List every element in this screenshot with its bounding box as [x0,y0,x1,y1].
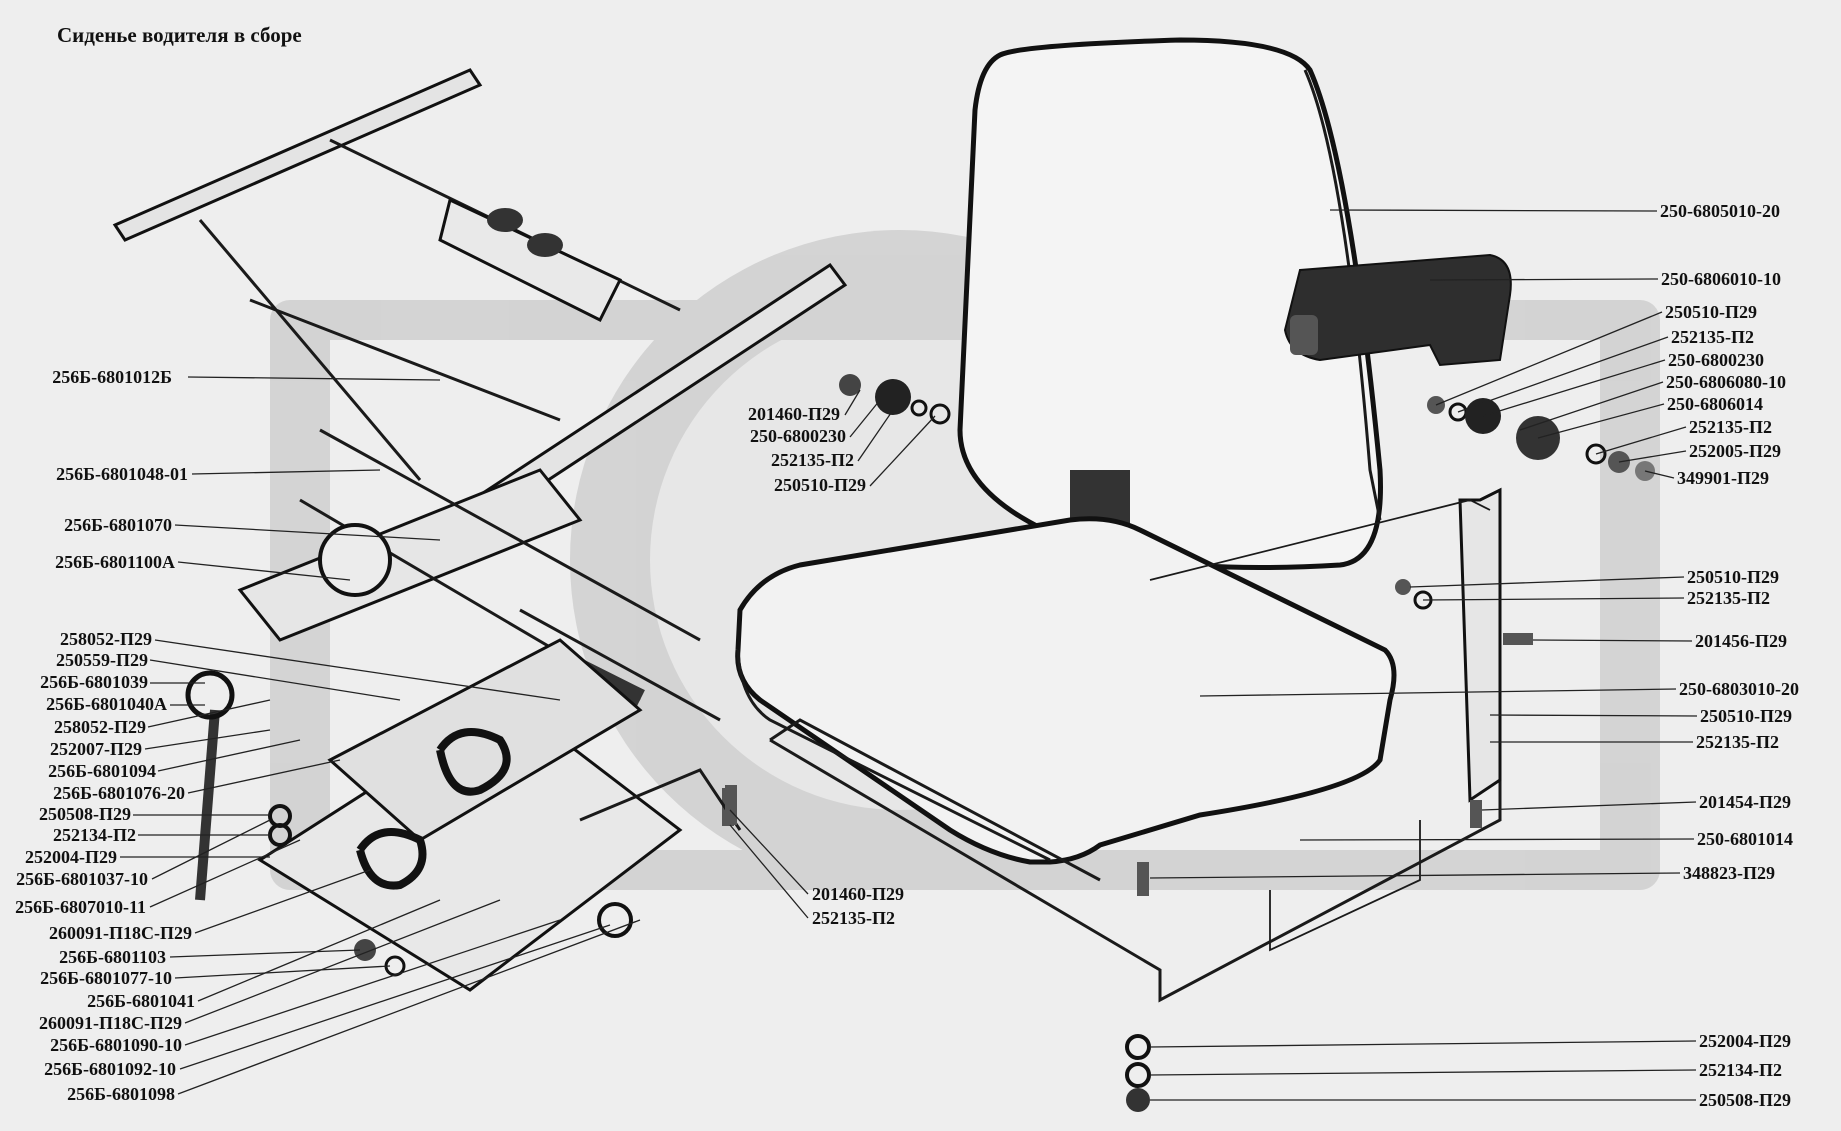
part-label-p45: 250-6803010-20 [1679,679,1799,699]
seat-cushion [735,516,1397,865]
part-label-p11: 256Б-6801094 [48,761,156,781]
part-label-p46: 250510-П29 [1700,706,1792,726]
part-label-p47: 252135-П2 [1696,732,1779,752]
part-label-p50: 348823-П29 [1683,863,1775,883]
part-label-p25: 256Б-6801098 [67,1084,175,1104]
part-label-p01: 256Б-6801012Б [52,367,172,387]
part-label-p16: 256Б-6801037-10 [16,869,148,889]
part-label-p37: 250-6806080-10 [1666,372,1786,392]
part-label-p24: 256Б-6801092-10 [44,1059,176,1079]
part-label-p35: 252135-П2 [1671,327,1754,347]
part-label-p26: 201460-П29 [748,404,840,424]
part-label-p22: 260091-П18С-П29 [39,1013,182,1033]
diagram-title: Сиденье водителя в сборе [57,23,302,47]
part-label-p14: 252134-П2 [53,825,136,845]
part-label-p52: 252134-П2 [1699,1060,1782,1080]
part-label-p10: 252007-П29 [50,739,142,759]
leader-lines [120,209,1698,1101]
part-label-p09: 258052-П29 [54,717,146,737]
part-label-p04: 256Б-6801100А [55,552,175,572]
part-label-p40: 252005-П29 [1689,441,1781,461]
part-label-p30: 201460-П29 [812,884,904,904]
part-label-p53: 250508-П29 [1699,1090,1791,1110]
part-label-p21: 256Б-6801041 [87,991,195,1011]
part-label-p32: 250-6805010-20 [1660,201,1780,221]
seat-drawing [722,37,1655,1112]
shock-absorber [519,608,721,722]
part-label-p48: 201454-П29 [1699,792,1791,812]
part-label-p28: 252135-П2 [771,450,854,470]
part-label-p20: 256Б-6801077-10 [40,968,172,988]
part-label-p06: 250559-П29 [56,650,148,670]
armrest [1283,253,1512,367]
part-label-p19: 256Б-6801103 [59,947,166,967]
part-label-p15: 252004-П29 [25,847,117,867]
part-label-p38: 250-6806014 [1667,394,1763,414]
part-label-p02: 256Б-6801048-01 [56,464,188,484]
part-label-p07: 256Б-6801039 [40,672,148,692]
part-label-p17: 256Б-6807010-11 [15,897,146,917]
part-label-p34: 250510-П29 [1665,302,1757,322]
part-label-p08: 256Б-6801040А [46,694,167,714]
part-label-p12: 256Б-6801076-20 [53,783,185,803]
seat-base-frame [769,738,1502,1003]
part-labels: 256Б-6801012Б 256Б-6801048-01 256Б-68010… [15,201,1799,1110]
part-label-p49: 250-6801014 [1697,829,1793,849]
part-label-p27: 250-6800230 [750,426,846,446]
part-label-p03: 256Б-6801070 [64,515,172,535]
part-label-p39: 252135-П2 [1689,417,1772,437]
upper-rail [112,68,483,242]
part-label-p51: 252004-П29 [1699,1031,1791,1051]
part-label-p13: 250508-П29 [39,804,131,824]
part-label-p18: 260091-П18С-П29 [49,923,192,943]
part-label-p41: 349901-П29 [1677,468,1769,488]
part-label-p42: 250510-П29 [1687,567,1779,587]
part-label-p29: 250510-П29 [774,475,866,495]
part-label-p33: 250-6806010-10 [1661,269,1781,289]
part-label-p05: 258052-П29 [60,629,152,649]
part-label-p43: 252135-П2 [1687,588,1770,608]
part-label-p31: 252135-П2 [812,908,895,928]
part-label-p44: 201456-П29 [1695,631,1787,651]
part-label-p36: 250-6800230 [1668,350,1764,370]
suspension-mechanism-drawing [112,68,848,992]
part-label-p23: 256Б-6801090-10 [50,1035,182,1055]
back-fasteners [722,374,1655,1112]
